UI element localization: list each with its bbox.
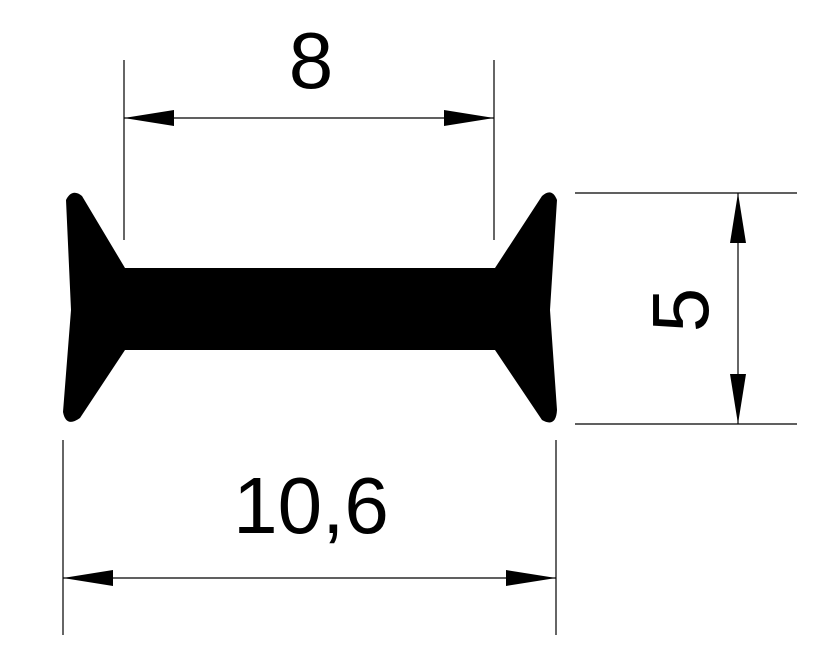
dimension-inner-width: 8 <box>123 16 495 240</box>
dimension-label-inner-width: 8 <box>289 16 334 105</box>
dimension-label-height: 5 <box>636 288 725 333</box>
arrow-left-icon <box>63 570 113 586</box>
arrow-down-icon <box>730 374 746 424</box>
dimension-height: 5 <box>575 192 797 425</box>
dimension-overall-width: 10,6 <box>62 440 557 635</box>
arrow-right-icon <box>506 570 556 586</box>
profile-shape <box>63 192 557 423</box>
dimension-label-overall-width: 10,6 <box>233 461 389 550</box>
arrow-up-icon <box>730 193 746 243</box>
arrow-right-icon <box>444 110 494 126</box>
arrow-left-icon <box>124 110 174 126</box>
